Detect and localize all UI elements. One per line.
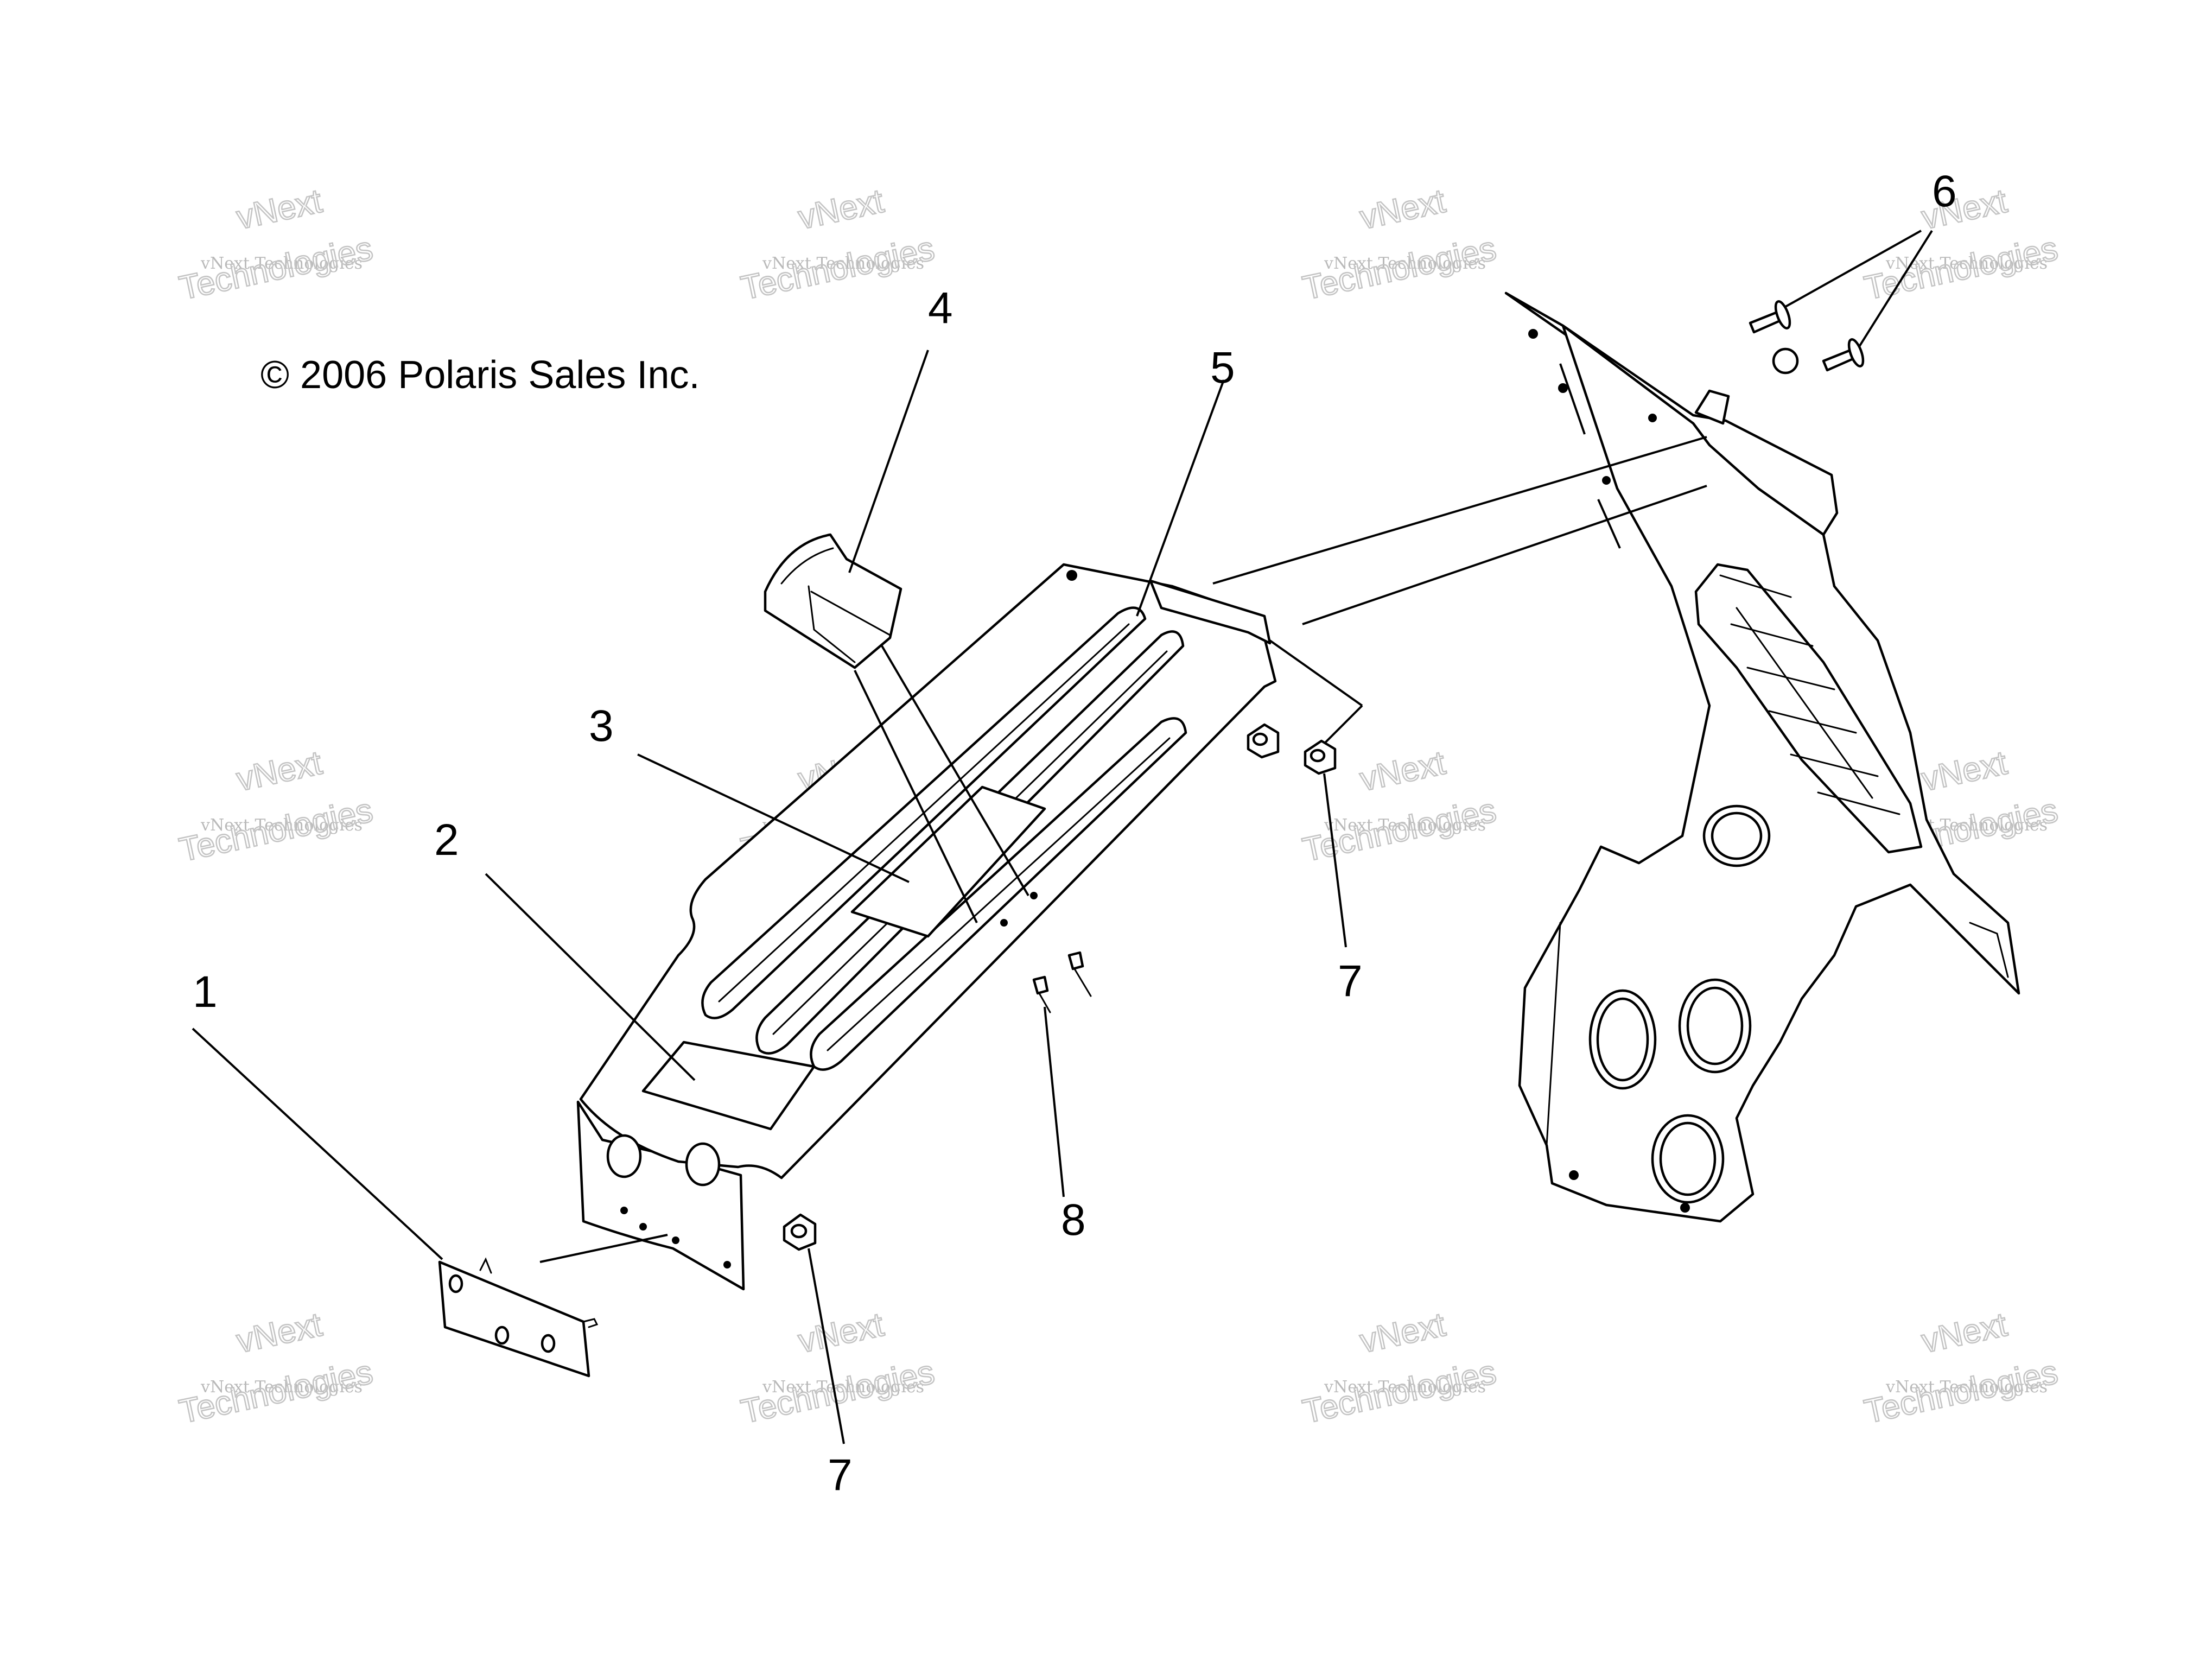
svg-text:vNext Technologies: vNext Technologies [1324, 1378, 1486, 1397]
front-plate-part [438, 1257, 599, 1378]
callout-7-right: 7 [1338, 956, 1363, 1006]
leader-lines [192, 230, 1933, 1444]
svg-text:Technologies: Technologies [176, 791, 376, 869]
skid-plate-part [576, 563, 1277, 1291]
copyright-text: © 2006 Polaris Sales Inc. [260, 353, 700, 397]
svg-text:Technologies: Technologies [176, 1353, 376, 1431]
svg-text:vNext: vNext [1918, 744, 2010, 798]
vent-grille [1694, 563, 1923, 854]
callout-4: 4 [928, 283, 953, 333]
svg-text:vNext: vNext [1918, 1306, 2010, 1360]
svg-text:vNext: vNext [233, 182, 325, 237]
callout-labels: 1 2 3 4 5 6 7 7 8 [193, 167, 1957, 1500]
skid-plate-front-fasteners [606, 570, 1077, 1269]
svg-text:vNext: vNext [795, 1306, 887, 1360]
svg-text:Technologies: Technologies [1300, 1353, 1499, 1431]
svg-text:Technologies: Technologies [738, 230, 938, 307]
callout-2: 2 [434, 815, 459, 865]
rivet-part-8 [1032, 951, 1092, 1013]
callout-8: 8 [1061, 1195, 1086, 1245]
svg-text:vNext: vNext [795, 182, 887, 237]
svg-text:Technologies: Technologies [1300, 230, 1499, 307]
svg-text:Technologies: Technologies [1861, 1353, 2061, 1431]
callout-7-bottom: 7 [828, 1450, 853, 1500]
svg-text:vNext Technologies: vNext Technologies [762, 254, 924, 273]
svg-text:vNext: vNext [1357, 744, 1448, 798]
watermark: vNext vNext Technologies Technologies [175, 1305, 377, 1432]
callout-6: 6 [1932, 167, 1957, 216]
watermark: vNext vNext Technologies Technologies [175, 182, 377, 308]
bolt-part-6 [1749, 300, 1865, 372]
clip-part [764, 533, 902, 669]
svg-text:vNext Technologies: vNext Technologies [1324, 254, 1486, 273]
svg-text:vNext: vNext [233, 744, 325, 798]
skid-plate-rear-lip [1149, 579, 1272, 645]
watermark: vNext vNext Technologies Technologies [1299, 1305, 1500, 1432]
svg-text:vNext: vNext [1357, 182, 1448, 237]
svg-text:vNext Technologies: vNext Technologies [762, 1378, 924, 1397]
watermark: vNext vNext Technologies Technologies [1299, 182, 1500, 308]
svg-text:vNext Technologies: vNext Technologies [1324, 816, 1486, 835]
watermark: vNext vNext Technologies Technologies [1860, 1305, 2062, 1432]
watermark: vNext vNext Technologies Technologies [737, 1305, 938, 1432]
svg-text:vNext: vNext [233, 1306, 325, 1360]
svg-text:Technologies: Technologies [176, 230, 376, 307]
underbody-panel-part [1504, 291, 2020, 1223]
nut-part-7 [783, 723, 1337, 1251]
watermark: vNext vNext Technologies Technologies [175, 744, 377, 870]
svg-text:Technologies: Technologies [1300, 791, 1499, 869]
svg-text:vNext Technologies: vNext Technologies [200, 254, 363, 273]
callout-3: 3 [589, 701, 614, 751]
svg-text:vNext Technologies: vNext Technologies [200, 1378, 363, 1397]
svg-text:vNext: vNext [1357, 1306, 1448, 1360]
watermark: vNext vNext Technologies Technologies [737, 182, 938, 308]
callout-1: 1 [193, 967, 218, 1017]
callout-5: 5 [1210, 343, 1235, 392]
decal-part-2 [641, 1041, 816, 1131]
svg-text:vNext Technologies: vNext Technologies [1885, 1378, 2048, 1397]
svg-text:Technologies: Technologies [738, 1353, 938, 1431]
svg-text:vNext Technologies: vNext Technologies [200, 816, 363, 835]
underbody-main-panel [1518, 324, 2020, 1223]
panel-holes [1588, 804, 1771, 1204]
